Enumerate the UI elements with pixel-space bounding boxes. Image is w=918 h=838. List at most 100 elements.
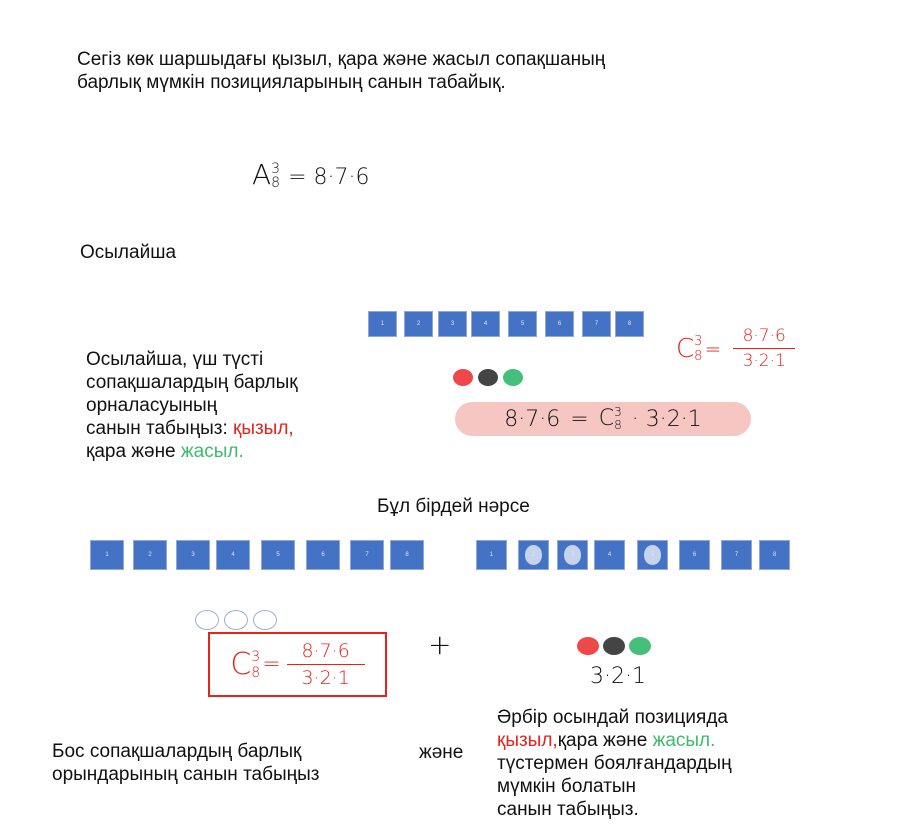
numbered-square: 4 — [471, 311, 500, 337]
fraction-denominator: 3·2·1 — [742, 351, 786, 371]
same-label: Бұл бірдей нәрсе — [377, 496, 530, 517]
text-line: санын табыңыз: — [86, 418, 233, 439]
square-number: 2 — [416, 321, 421, 327]
square-number: 1 — [380, 321, 385, 327]
formula-eq: = — [704, 336, 722, 361]
empty-oval — [524, 545, 543, 565]
bottom-left-instruction: Бос сопақшалардың барлық орындарының сан… — [52, 740, 320, 786]
empty-oval — [195, 610, 219, 630]
text-line: қара және — [557, 730, 653, 751]
square-number: 5 — [520, 321, 525, 327]
numbered-square: 4 — [594, 540, 625, 570]
empty-oval — [253, 610, 277, 630]
square-number: 4 — [483, 321, 488, 327]
square-number: 8 — [772, 552, 777, 558]
numbered-square: 4 — [216, 540, 250, 570]
text-line: түстермен боялғандардың — [497, 753, 732, 774]
square-number: 3 — [191, 552, 195, 558]
square-number: 6 — [692, 552, 697, 558]
green-word: жасыл. — [652, 730, 716, 751]
left-instruction: Осылайша, үш түсті сопақшалардың барлық … — [86, 348, 298, 463]
formula-eq: = — [570, 406, 589, 432]
plus-sign: + — [428, 628, 452, 661]
text-line: Әрбір осындай позицияда — [497, 707, 728, 728]
product-formula: 3·2·1 — [590, 664, 646, 689]
square-number: 8 — [405, 552, 409, 558]
formula-base: A — [252, 158, 272, 191]
empty-oval — [224, 610, 248, 630]
numbered-square: 8 — [615, 311, 644, 337]
numbered-square: 1 — [368, 311, 397, 337]
intro-text: Сегіз көк шаршыдағы қызыл, қара және жас… — [77, 48, 605, 94]
square-number: 7 — [594, 321, 599, 327]
numbered-square: 5 — [261, 540, 295, 570]
empty-oval — [563, 545, 582, 565]
red-word: қызыл, — [233, 418, 294, 439]
black-oval — [478, 369, 498, 386]
text-line: санын табыңыз. — [497, 799, 639, 820]
numbered-square: 6 — [545, 311, 574, 337]
numbered-square: 6 — [679, 540, 710, 570]
numbered-square: 6 — [306, 540, 340, 570]
square-number: 1 — [105, 552, 109, 558]
numbered-square: 7 — [582, 311, 611, 337]
numbered-square: 8 — [759, 540, 790, 570]
square-number: 3 — [450, 321, 455, 327]
numbered-square: 3 — [438, 311, 467, 337]
square-number: 5 — [276, 552, 280, 558]
thus-label: Осылайша — [80, 242, 177, 263]
text-line: орындарының санын табыңыз — [52, 764, 320, 785]
numbered-square: 5 — [508, 311, 537, 337]
text-line: қара және — [86, 441, 181, 462]
square-number: 6 — [557, 321, 562, 327]
red-oval — [577, 637, 599, 655]
numbered-square: 7 — [721, 540, 752, 570]
square-number: 2 — [148, 552, 152, 558]
numbered-square: 1 — [476, 540, 507, 570]
numbered-square: 2 — [133, 540, 167, 570]
numbered-square: 3 — [557, 540, 588, 570]
numbered-square: 3 — [176, 540, 210, 570]
numbered-square: 5 — [637, 540, 668, 570]
empty-oval — [643, 545, 662, 565]
text-line: орналасуының — [86, 395, 218, 416]
and-label: және — [419, 742, 464, 763]
square-number: 8 — [627, 321, 632, 327]
numbered-square: 8 — [390, 540, 424, 570]
formula-eq: = — [262, 652, 281, 677]
numbered-square: 2 — [404, 311, 433, 337]
fraction-denominator: 3·2·1 — [301, 667, 350, 689]
formula-sup: 3 — [271, 161, 281, 177]
square-number: 5 — [650, 552, 655, 558]
red-word: қызыл, — [497, 730, 558, 751]
square-number: 6 — [321, 552, 325, 558]
formula-base: C — [598, 406, 615, 431]
square-number: 1 — [489, 552, 494, 558]
fraction-numerator: 8·7·6 — [301, 640, 350, 662]
numbered-square: 2 — [518, 540, 549, 570]
square-number: 3 — [570, 552, 575, 558]
text-line: мүмкін болатын — [497, 776, 637, 797]
intro-line: Сегіз көк шаршыдағы қызыл, қара және жас… — [77, 49, 606, 70]
formula-sub: 8 — [614, 418, 622, 432]
text-line: сопақшалардың барлық — [86, 372, 298, 393]
red-oval — [453, 369, 473, 386]
formula-sub: 8 — [251, 664, 261, 681]
formula-rhs: = 8·7·6 — [288, 165, 370, 190]
fraction-numerator: 8·7·6 — [742, 326, 786, 346]
square-number: 4 — [607, 552, 612, 558]
square-number: 4 — [231, 552, 235, 558]
green-oval — [629, 637, 651, 655]
formula-base: C — [230, 647, 252, 682]
formula-sub: 8 — [271, 175, 281, 191]
green-word: жасыл. — [180, 441, 244, 462]
formula-sup: 3 — [251, 648, 261, 665]
square-number: 7 — [734, 552, 739, 558]
formula-sup: 3 — [694, 333, 703, 349]
bottom-right-instruction: Әрбір осындай позицияда қызыл,қара және … — [497, 706, 732, 821]
formula-lhs: 8·7·6 — [504, 406, 561, 432]
intro-line: барлық мүмкін позицияларының санын табай… — [77, 72, 506, 93]
